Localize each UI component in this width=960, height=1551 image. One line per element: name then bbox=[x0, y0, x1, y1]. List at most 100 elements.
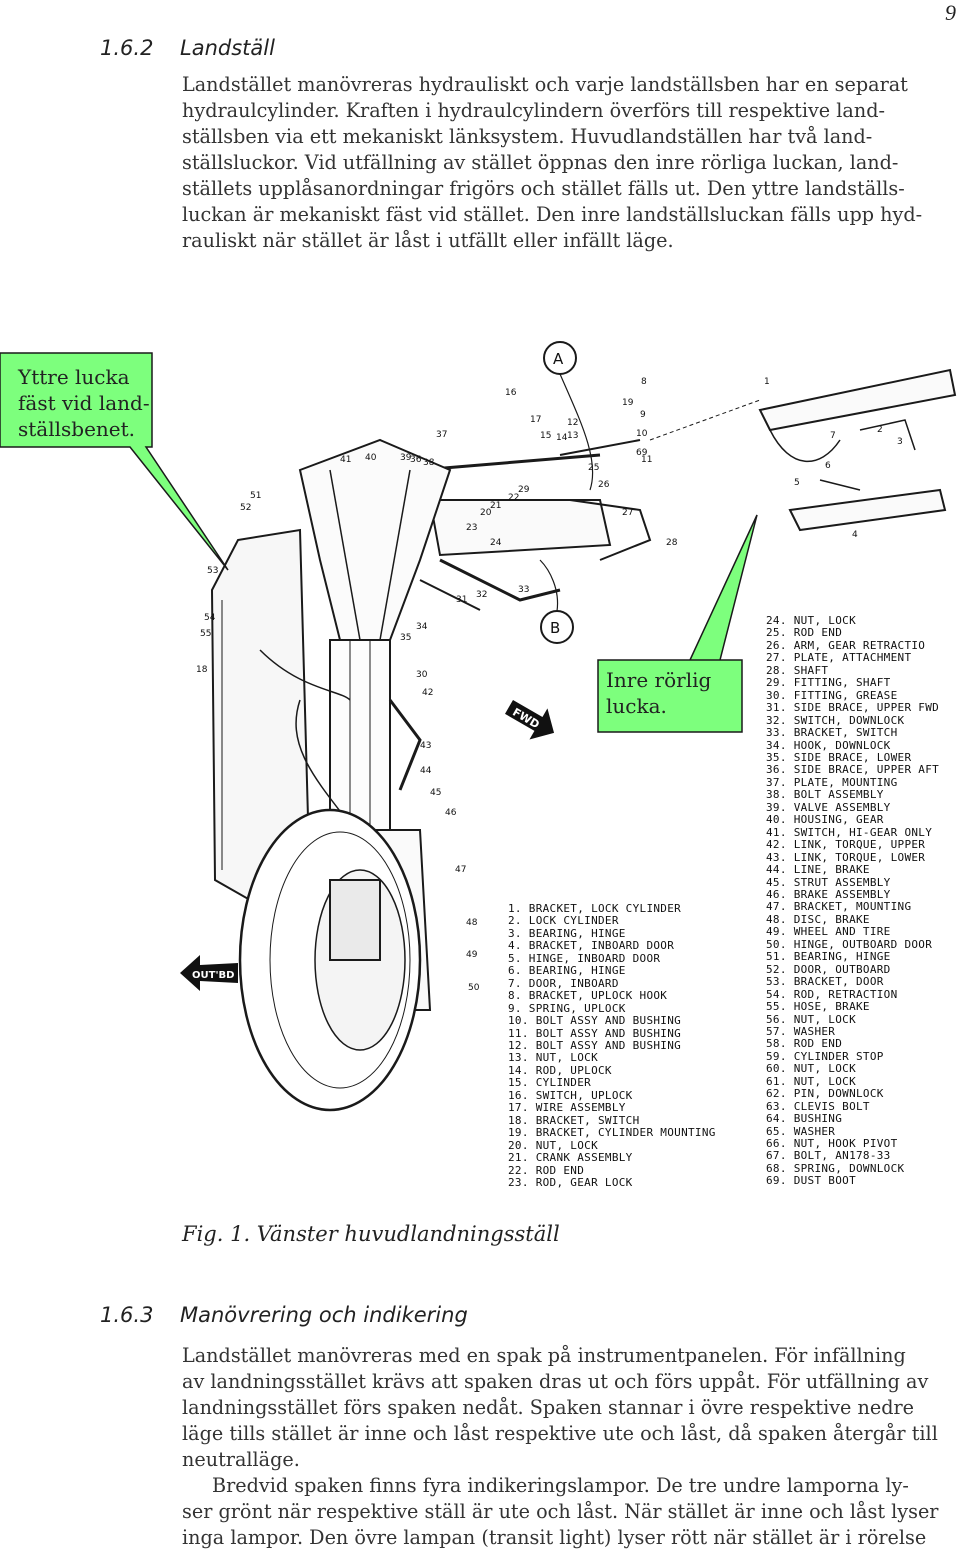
parts-list-item: 57. WASHER bbox=[766, 1024, 836, 1038]
diagram-reference-number: 42 bbox=[422, 688, 433, 698]
parts-list-item: 37. PLATE, MOUNTING bbox=[766, 775, 898, 789]
diagram-reference-number: 22 bbox=[508, 493, 519, 503]
section-title: Manövrering och indikering bbox=[180, 1303, 468, 1327]
section-number: 1.6.2 bbox=[100, 36, 154, 60]
paragraph-line: luckan är mekaniskt fäst vid stället. De… bbox=[182, 203, 923, 226]
paragraph-line: hydraulcylinder. Kraften i hydraulcylind… bbox=[182, 99, 885, 122]
diagram-reference-number: 10 bbox=[636, 429, 648, 439]
paragraph-line: ställsben via ett mekaniskt länksystem. … bbox=[182, 125, 873, 148]
parts-list-item: 64. BUSHING bbox=[766, 1112, 843, 1126]
paragraph-line: landningsstället förs spaken nedåt. Spak… bbox=[182, 1396, 915, 1419]
diagram-reference-number: 38 bbox=[423, 458, 435, 468]
diagram-reference-number: 2 bbox=[877, 425, 883, 435]
retraction-cylinder bbox=[428, 499, 612, 557]
parts-list-item: 8. BRACKET, UPLOCK HOOK bbox=[508, 989, 668, 1003]
callout-line: lucka. bbox=[606, 694, 667, 718]
diagram-reference-number: 55 bbox=[200, 629, 211, 639]
parts-list-item: 13. NUT, LOCK bbox=[508, 1051, 598, 1065]
parts-list-item: 47. BRACKET, MOUNTING bbox=[766, 900, 912, 914]
page-number: 9 bbox=[945, 0, 956, 25]
diagram-reference-number: 24 bbox=[490, 538, 502, 548]
diagram-reference-number: 18 bbox=[196, 665, 208, 675]
diagram-reference-number: 9 bbox=[640, 410, 646, 420]
svg-text:OUT'BD: OUT'BD bbox=[192, 970, 234, 981]
diagram-reference-number: 69 bbox=[636, 448, 648, 458]
parts-list-item: 33. BRACKET, SWITCH bbox=[766, 726, 898, 740]
diagram-reference-number: 52 bbox=[240, 503, 251, 513]
parts-list-item: 29. FITTING, SHAFT bbox=[766, 676, 891, 690]
parts-list-item: 62. PIN, DOWNLOCK bbox=[766, 1087, 884, 1101]
parts-list-item: 68. SPRING, DOWNLOCK bbox=[766, 1161, 905, 1175]
parts-list-item: 43. LINK, TORQUE, LOWER bbox=[766, 850, 926, 864]
diagram-reference-number: 53 bbox=[207, 566, 218, 576]
parts-list-item: 4. BRACKET, INBOARD DOOR bbox=[508, 939, 675, 953]
parts-list-item: 3. BEARING, HINGE bbox=[508, 926, 626, 940]
paragraph-line: rauliskt när stället är låst i utfällt e… bbox=[182, 229, 674, 252]
parts-list-item: 58. ROD END bbox=[766, 1037, 843, 1051]
callout-outer-door-text: Yttre lucka fäst vid land- ställsbenet. bbox=[18, 364, 150, 442]
parts-list-item: 48. DISC, BRAKE bbox=[766, 912, 870, 926]
parts-list-item: 69. DUST BOOT bbox=[766, 1174, 856, 1188]
parts-list-item: 1. BRACKET, LOCK CYLINDER bbox=[508, 902, 682, 915]
parts-list-item: 42. LINK, TORQUE, UPPER bbox=[766, 838, 926, 852]
diagram-reference-number: 35 bbox=[400, 633, 411, 643]
parts-list-item: 63. CLEVIS BOLT bbox=[766, 1099, 870, 1113]
diagram-reference-number: 12 bbox=[567, 418, 578, 428]
diagram-reference-number: 27 bbox=[622, 508, 633, 518]
diagram-reference-number: 48 bbox=[466, 918, 478, 928]
parts-list-item: 31. SIDE BRACE, UPPER FWD bbox=[766, 701, 940, 715]
parts-list-item: 50. HINGE, OUTBOARD DOOR bbox=[766, 937, 933, 951]
section2-paragraph: Landstället manövreras med en spak på in… bbox=[182, 1343, 960, 1551]
parts-list-item: 61. NUT, LOCK bbox=[766, 1074, 856, 1088]
parts-list-item: 2. LOCK CYLINDER bbox=[508, 914, 619, 928]
parts-list-item: 6. BEARING, HINGE bbox=[508, 964, 626, 978]
diagram-reference-number: 1 bbox=[764, 377, 770, 387]
parts-list-item: 27. PLATE, ATTACHMENT bbox=[766, 651, 912, 665]
parts-list-item: 51. BEARING, HINGE bbox=[766, 950, 891, 964]
parts-list-item: 22. ROD END bbox=[508, 1163, 585, 1177]
diagram-reference-number: 34 bbox=[416, 622, 428, 632]
paragraph-line: Landstället manövreras hydrauliskt och v… bbox=[182, 73, 908, 96]
paragraph-line: ställsluckor. Vid utfällning av stället … bbox=[182, 151, 899, 174]
parts-list-item: 28. SHAFT bbox=[766, 663, 829, 677]
diagram-reference-number: 16 bbox=[505, 388, 517, 398]
gear-housing bbox=[298, 438, 452, 641]
parts-list-item: 21. CRANK ASSEMBLY bbox=[508, 1151, 633, 1165]
parts-list-item: 54. ROD, RETRACTION bbox=[766, 987, 898, 1001]
parts-list-item: 41. SWITCH, HI-GEAR ONLY bbox=[766, 825, 933, 839]
parts-list-item: 5. HINGE, INBOARD DOOR bbox=[508, 951, 661, 965]
diagram-reference-number: 8 bbox=[641, 377, 647, 387]
diagram-reference-number: 13 bbox=[567, 431, 578, 441]
parts-list-item: 38. BOLT ASSEMBLY bbox=[766, 788, 884, 802]
diagram-reference-number: 25 bbox=[588, 463, 599, 473]
parts-list-item: 14. ROD, UPLOCK bbox=[508, 1063, 612, 1077]
diagram-reference-number: 30 bbox=[416, 670, 428, 680]
diagram-reference-number: 6 bbox=[825, 461, 831, 471]
parts-list-item: 17. WIRE ASSEMBLY bbox=[508, 1101, 626, 1115]
parts-list-item: 23. ROD, GEAR LOCK bbox=[508, 1175, 633, 1189]
parts-list-item: 56. NUT, LOCK bbox=[766, 1012, 856, 1026]
parts-list-item: 7. DOOR, INBOARD bbox=[508, 976, 619, 990]
paragraph-line: Landstället manövreras med en spak på in… bbox=[182, 1344, 906, 1367]
diagram-reference-number: 46 bbox=[445, 808, 457, 818]
paragraph-line: Bredvid spaken finns fyra indikeringslam… bbox=[212, 1474, 909, 1497]
diagram-reference-number: 37 bbox=[436, 430, 447, 440]
diagram-reference-number: 44 bbox=[420, 766, 432, 776]
callout-outer-door bbox=[0, 352, 229, 571]
parts-list-item: 67. BOLT, AN178-33 bbox=[766, 1149, 891, 1163]
parts-list-item: 49. WHEEL AND TIRE bbox=[766, 925, 891, 939]
diagram-reference-number: 32 bbox=[476, 590, 487, 600]
diagram-reference-number: 19 bbox=[622, 398, 634, 408]
figure-caption: Fig. 1. Vänster huvudlandningsställ bbox=[182, 1222, 560, 1246]
parts-list-item: 16. SWITCH, UPLOCK bbox=[508, 1088, 633, 1102]
parts-list-item: 24. NUT, LOCK bbox=[766, 614, 856, 627]
parts-list-item: 59. CYLINDER STOP bbox=[766, 1049, 884, 1063]
parts-list-item: 19. BRACKET, CYLINDER MOUNTING bbox=[508, 1126, 716, 1140]
diagram-reference-number: 36 bbox=[410, 455, 422, 465]
diagram-reference-number: 54 bbox=[204, 613, 216, 623]
diagram-reference-number: 39 bbox=[400, 453, 412, 463]
parts-list-item: 52. DOOR, OUTBOARD bbox=[766, 962, 891, 976]
callout-inner-door-text: Inre rörlig lucka. bbox=[606, 667, 711, 719]
diagram-reference-number: 50 bbox=[468, 983, 480, 993]
